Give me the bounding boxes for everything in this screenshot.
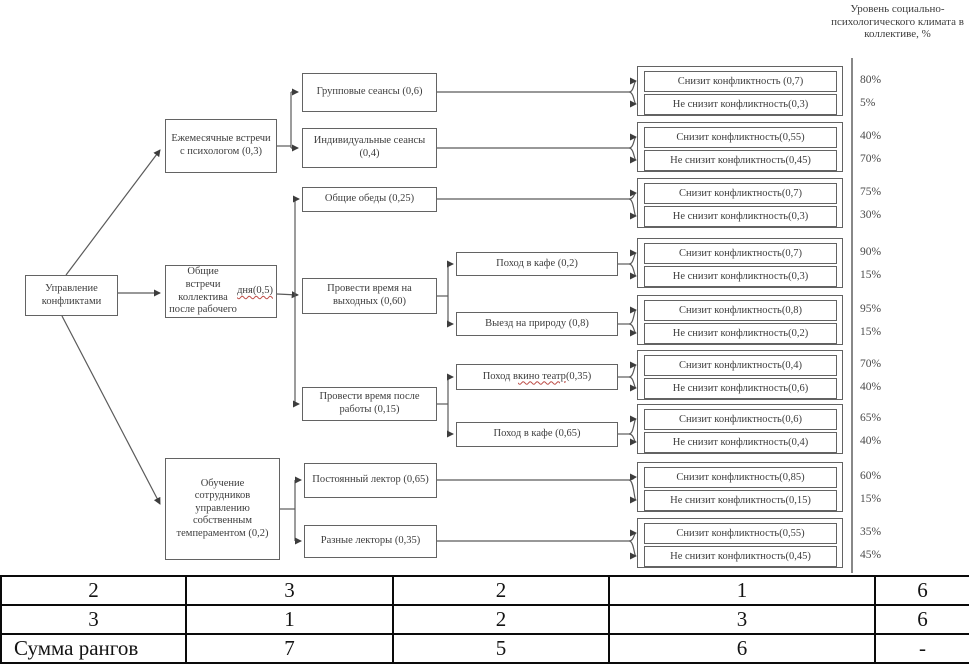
rank-table: 2 3 2 1 6 3 1 2 3 6 Сумма рангов 7 5 6 - — [0, 575, 969, 664]
table-row: Сумма рангов 7 5 6 - — [0, 633, 969, 664]
node-cinema-trip: Поход в кино театр (0,35) — [456, 364, 618, 390]
pct-label: 70% — [860, 358, 882, 370]
pct-label: 15% — [860, 269, 882, 281]
outcome-not-reduces: Не снизит конфликтность(0,15) — [644, 490, 837, 511]
table-cell: 3 — [0, 604, 187, 635]
node-team-meetings-label: Общие встречи коллектива после рабочего — [169, 266, 237, 316]
pct-label: 70% — [860, 153, 882, 165]
node-team-meetings: Общие встречи коллектива после рабочего … — [165, 265, 277, 318]
outcome-not-reduces: Не снизит конфликтность(0,4) — [644, 432, 837, 453]
outcome-not-reduces: Не снизит конфликтность(0,3) — [644, 94, 837, 115]
node-shared-lunches: Общие обеды (0,25) — [302, 187, 437, 212]
table-cell: 2 — [392, 604, 610, 635]
outcome-not-reduces: Не снизит конфликтность(0,2) — [644, 323, 837, 344]
node-different-lecturers: Разные лекторы (0,35) — [304, 525, 437, 558]
connector-lines — [61, 58, 853, 573]
pct-label: 60% — [860, 470, 882, 482]
table-cell: 2 — [392, 575, 610, 606]
pct-label: 15% — [860, 493, 882, 505]
pct-label: 75% — [860, 186, 882, 198]
pct-label: 5% — [860, 97, 876, 109]
outcome-pair-2: Снизит конфликтность(0,55) Не снизит кон… — [637, 122, 843, 172]
node-cafe-trip-weekend: Поход в кафе (0,2) — [456, 252, 618, 276]
outcome-not-reduces: Не снизит конфликтность(0,3) — [644, 266, 837, 287]
outcome-pair-9: Снизит конфликтность(0,55) Не снизит кон… — [637, 518, 843, 568]
table-cell: 6 — [874, 575, 969, 606]
outcome-reduces: Снизит конфликтность(0,8) — [644, 300, 837, 321]
outcome-not-reduces: Не снизит конфликтность(0,45) — [644, 546, 837, 567]
node-monthly-meetings: Ежемесячные встречи с психологом (0,3) — [165, 119, 277, 173]
pct-label: 90% — [860, 246, 882, 258]
table-cell: - — [874, 633, 969, 664]
node-afterwork-time: Провести время после работы (0,15) — [302, 387, 437, 421]
node-team-meetings-squiggle: дня(0,5) — [237, 285, 273, 297]
table-cell: 7 — [185, 633, 394, 664]
outcome-pair-6: Снизит конфликтность(0,4) Не снизит конф… — [637, 350, 843, 400]
node-root: Управление конфликтами — [25, 275, 118, 316]
outcome-pair-4: Снизит конфликтность(0,7) Не снизит конф… — [637, 238, 843, 288]
outcome-not-reduces: Не снизит конфликтность(0,3) — [644, 206, 837, 227]
node-individual-sessions: Индивидуальные сеансы (0,4) — [302, 128, 437, 168]
outcome-pair-5: Снизит конфликтность(0,8) Не снизит конф… — [637, 295, 843, 345]
table-cell-sum-label: Сумма рангов — [0, 633, 187, 664]
outcome-reduces: Снизит конфликтность(0,55) — [644, 523, 837, 544]
table-cell: 6 — [608, 633, 876, 664]
outcome-reduces: Снизит конфликтность(0,55) — [644, 127, 837, 148]
node-permanent-lecturer: Постоянный лектор (0,65) — [304, 463, 437, 498]
pct-label: 40% — [860, 435, 882, 447]
table-cell: 1 — [608, 575, 876, 606]
node-cinema-trip-squiggle: кино театр — [517, 370, 566, 382]
node-cinema-trip-pre: Поход в — [482, 370, 518, 382]
pct-label: 80% — [860, 74, 882, 86]
table-row: 3 1 2 3 6 — [0, 604, 969, 635]
pct-label: 30% — [860, 209, 882, 221]
table-cell: 5 — [392, 633, 610, 664]
node-group-sessions: Групповые сеансы (0,6) — [302, 73, 437, 112]
node-weekend-time: Провести время на выходных (0,60) — [302, 278, 437, 314]
pct-label: 15% — [860, 326, 882, 338]
outcome-pair-1: Снизит конфликтность (0,7) Не снизит кон… — [637, 66, 843, 116]
pct-label: 95% — [860, 303, 882, 315]
pct-label: 45% — [860, 549, 882, 561]
node-nature-trip: Выезд на природу (0,8) — [456, 312, 618, 336]
table-cell: 2 — [0, 575, 187, 606]
table-cell: 3 — [608, 604, 876, 635]
table-cell: 1 — [185, 604, 394, 635]
node-cafe-trip-afterwork: Поход в кафе (0,65) — [456, 422, 618, 447]
outcome-not-reduces: Не снизит конфликтность(0,45) — [644, 150, 837, 171]
table-cell: 3 — [185, 575, 394, 606]
outcome-reduces: Снизит конфликтность(0,85) — [644, 467, 837, 488]
pct-label: 35% — [860, 526, 882, 538]
outcome-reduces: Снизит конфликтность(0,6) — [644, 409, 837, 430]
pct-label: 40% — [860, 381, 882, 393]
pct-label: 40% — [860, 130, 882, 142]
axis-header: Уровень социально-психологического клима… — [831, 3, 964, 40]
outcome-reduces: Снизит конфликтность(0,7) — [644, 183, 837, 204]
node-cinema-trip-post: (0,35) — [565, 370, 592, 382]
outcome-not-reduces: Не снизит конфликтность(0,6) — [644, 378, 837, 399]
outcome-pair-3: Снизит конфликтность(0,7) Не снизит конф… — [637, 178, 843, 228]
outcome-reduces: Снизит конфликтность(0,7) — [644, 243, 837, 264]
table-cell: 6 — [874, 604, 969, 635]
outcome-reduces: Снизит конфликтность(0,4) — [644, 355, 837, 376]
pct-label: 65% — [860, 412, 882, 424]
outcome-reduces: Снизит конфликтность (0,7) — [644, 71, 837, 92]
outcome-pair-7: Снизит конфликтность(0,6) Не снизит конф… — [637, 404, 843, 454]
table-row: 2 3 2 1 6 — [0, 575, 969, 606]
outcome-pair-8: Снизит конфликтность(0,85) Не снизит кон… — [637, 462, 843, 512]
node-temperament-training: Обучение сотрудников управлению собствен… — [165, 458, 280, 560]
